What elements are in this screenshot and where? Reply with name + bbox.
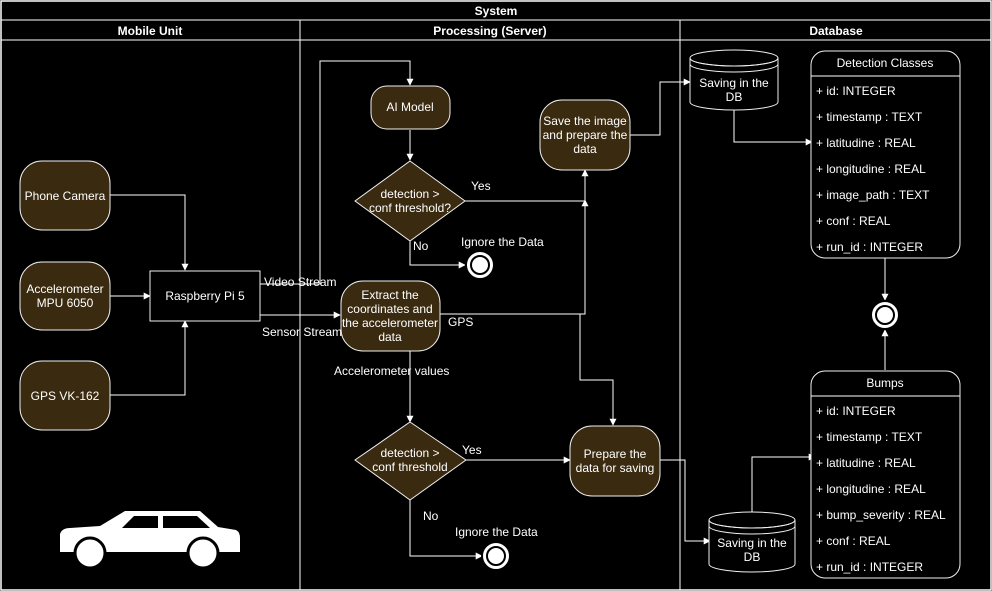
table-bumps-title: Bumps — [866, 376, 903, 390]
node-label-line: Save the image — [543, 114, 627, 128]
table-field: + longitudine : REAL — [816, 162, 926, 176]
node-label-line: detection > — [380, 187, 439, 201]
end-state-icon — [481, 541, 511, 571]
node-extract-data — [340, 280, 441, 352]
node-detection-decision-2-label: detection >conf threshold — [372, 446, 447, 474]
table-field: + conf : REAL — [816, 214, 891, 228]
node-label-line: data — [378, 330, 402, 344]
node-label-line: MPU 6050 — [37, 296, 94, 310]
table-detection-classes-fields: + id: INTEGER + timestamp : TEXT + latitud… — [816, 84, 930, 254]
node-detection-decision-2 — [354, 421, 467, 501]
table-bumps-fields: + id: INTEGER + timestamp : TEXT + latitud… — [816, 404, 946, 574]
table-field: + id: INTEGER — [816, 84, 896, 98]
label-no-1: No — [413, 239, 429, 253]
node-label-line: DB — [744, 550, 761, 564]
end-state-icon — [465, 250, 495, 280]
node-gps-label: GPS VK-162 — [31, 389, 100, 403]
node-label-line: Accelerometer — [26, 282, 103, 296]
node-label-line: conf threshold? — [369, 201, 451, 215]
table-field: + latitudine : REAL — [816, 136, 916, 150]
table-field: + id: INTEGER — [816, 404, 896, 418]
edge-video-stream — [260, 60, 414, 285]
node-label-line: Extract the — [361, 288, 419, 302]
label-ignore-1: Ignore the Data — [461, 235, 544, 249]
label-no-2: No — [423, 509, 439, 523]
node-label-line: Prepare the — [584, 447, 647, 461]
table-field: + run_id : INTEGER — [816, 560, 923, 574]
table-field: + image_path : TEXT — [816, 188, 930, 202]
node-phone-camera-label: Phone Camera — [25, 189, 106, 203]
node-gps — [19, 360, 111, 431]
db-cylinder-2 — [708, 511, 796, 573]
node-label-line: data — [573, 142, 597, 156]
node-label-line: detection > — [380, 446, 439, 460]
lane-header-database: Database — [809, 24, 863, 38]
node-label-line: DB — [726, 90, 743, 104]
end-state-icon — [870, 300, 900, 330]
table-detection-classes-title: Detection Classes — [837, 56, 934, 70]
edge-db1-detection-table — [733, 110, 813, 146]
edge-gps-raspberry — [110, 320, 189, 396]
label-video-stream: Video Stream — [264, 275, 337, 289]
node-label-line: Raspberry Pi 5 — [165, 289, 245, 303]
label-sensor-stream: Sensor Stream — [262, 325, 342, 339]
table-field: + latitudine : REAL — [816, 456, 916, 470]
table-field: + timestamp : TEXT — [816, 430, 923, 444]
node-ai-model-label: AI Model — [386, 100, 433, 114]
node-label-line: the accelerometer — [342, 316, 438, 330]
lane-header-processing: Processing (Server) — [433, 24, 546, 38]
label-ignore-2: Ignore the Data — [455, 525, 538, 539]
node-label-line: and prepare the — [543, 128, 628, 142]
node-label-line: conf threshold — [372, 460, 447, 474]
table-field: + bump_severity : REAL — [816, 508, 946, 522]
diagram-title: System — [475, 4, 518, 18]
node-label-line: Phone Camera — [25, 189, 106, 203]
edge-extract-prepare — [565, 313, 617, 426]
node-detection-decision-1 — [354, 160, 466, 242]
edge-save-db1 — [630, 78, 691, 136]
edge-detection2-no — [409, 500, 483, 560]
node-label-line: Saving in the — [699, 76, 769, 90]
label-yes-2: Yes — [462, 443, 482, 457]
edge-prepare-db2 — [660, 459, 711, 545]
label-yes-1: Yes — [471, 179, 491, 193]
node-save-image — [539, 99, 631, 171]
node-label-line: data for saving — [576, 461, 655, 475]
node-accelerometer — [19, 261, 111, 331]
table-detection-classes — [810, 50, 961, 259]
node-label-line: AI Model — [386, 100, 433, 114]
table-field: + run_id : INTEGER — [816, 240, 923, 254]
edge-db2-bumps-table — [751, 453, 816, 512]
db-cylinder-1 — [689, 49, 779, 111]
table-field: + longitudine : REAL — [816, 482, 926, 496]
node-ai-model — [370, 85, 451, 130]
node-raspberry-pi-label: Raspberry Pi 5 — [165, 289, 245, 303]
lane-header-mobile: Mobile Unit — [118, 24, 183, 38]
node-detection-decision-1-label: detection >conf threshold? — [369, 187, 451, 215]
edge-extract-gps — [440, 199, 589, 315]
label-gps: GPS — [448, 315, 473, 329]
edge-detection-no — [409, 241, 466, 269]
node-phone-camera — [19, 160, 111, 231]
node-label-line: GPS VK-162 — [31, 389, 100, 403]
table-bumps — [810, 370, 961, 579]
edge-camera-raspberry — [110, 194, 189, 271]
node-raspberry-pi — [149, 270, 261, 322]
table-field: + conf : REAL — [816, 534, 891, 548]
node-label-line: coordinates and — [347, 302, 432, 316]
label-accelerometer-values: Accelerometer values — [334, 364, 449, 378]
node-label-line: Saving in the — [717, 536, 787, 550]
car-icon — [60, 511, 240, 570]
node-prepare-data — [569, 425, 661, 497]
table-field: + timestamp : TEXT — [816, 110, 923, 124]
